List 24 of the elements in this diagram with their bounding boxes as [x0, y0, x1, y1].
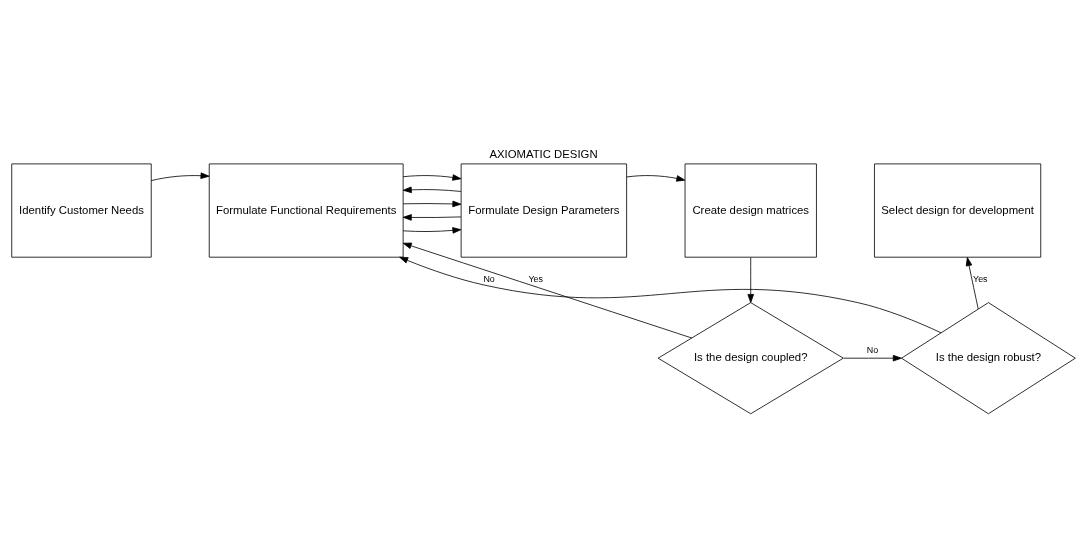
arrow	[402, 242, 693, 338]
arrow	[399, 256, 942, 333]
node-box: Identify Customer Needs	[11, 163, 152, 258]
arrow	[843, 354, 902, 361]
node-box: Select design for development	[874, 163, 1042, 258]
arrow	[150, 171, 210, 181]
edge-label: No	[483, 273, 495, 284]
arrow	[747, 256, 754, 303]
arrow	[402, 186, 462, 193]
arrow	[626, 174, 686, 182]
edge-label: No	[866, 344, 879, 355]
arrow	[402, 173, 462, 181]
node-box: Formulate Functional Requirements	[208, 163, 404, 258]
arrow	[965, 256, 979, 309]
arrow	[402, 200, 462, 207]
edge-label: Yes	[528, 273, 544, 284]
arrow	[402, 226, 462, 234]
diagram-title: AXIOMATIC DESIGN	[489, 147, 598, 160]
edge-label: Yes	[973, 273, 988, 284]
arrow	[402, 213, 462, 221]
node-diamond: Is the design coupled?	[657, 301, 844, 414]
node-box: Create design matrices	[684, 163, 817, 258]
node-box: Formulate Design Parameters	[460, 163, 628, 258]
node-diamond: Is the design robust?	[901, 301, 1076, 414]
